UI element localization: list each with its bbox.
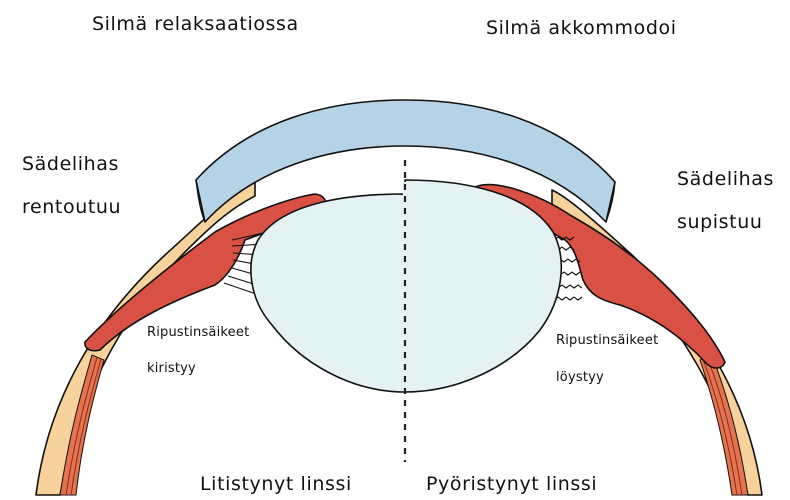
muscle-label-right-2: supistuu bbox=[677, 211, 763, 233]
lens-label-right: Pyöristynyt linssi bbox=[426, 473, 597, 495]
muscle-label-left-1: Sädelihas bbox=[22, 153, 119, 175]
lens-label-left: Litistynyt linssi bbox=[200, 473, 352, 495]
lens-flattened bbox=[251, 194, 405, 392]
zonule-label-left-1: Ripustinsäikeet bbox=[147, 325, 249, 340]
muscle-label-right-1: Sädelihas bbox=[677, 168, 774, 190]
zonule-label-left-2: kiristyy bbox=[147, 361, 196, 376]
zonule-label-right-2: löystyy bbox=[556, 370, 604, 385]
muscle-label-left-2: rentoutuu bbox=[22, 196, 121, 218]
zonule-label-right-1: Ripustinsäikeet bbox=[556, 333, 658, 348]
title-left: Silmä relaksaatiossa bbox=[92, 13, 299, 35]
title-right: Silmä akkommodoi bbox=[486, 17, 677, 39]
